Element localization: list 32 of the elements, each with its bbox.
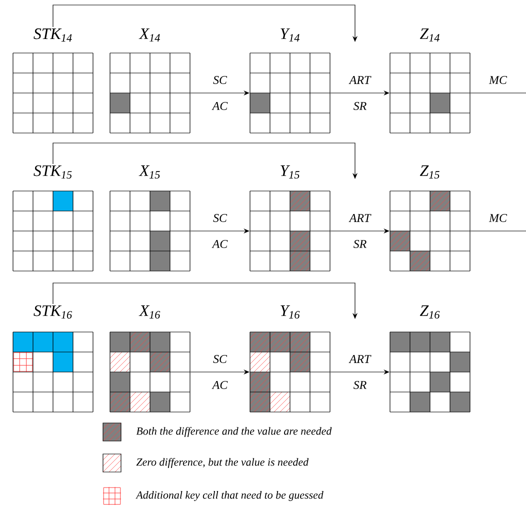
operation-label: AC <box>211 100 229 111</box>
grid-title: X$_{14}$ <box>138 28 160 42</box>
operation-label: SR <box>352 238 368 249</box>
legend-text: Additional key cell that need to be guessed <box>136 491 324 501</box>
grid-title: Z$_{15}$ <box>420 165 440 179</box>
operation-label: SR <box>352 100 368 111</box>
edge-label: SC <box>212 212 228 223</box>
grid-title: STK$_{14}$ <box>34 28 72 42</box>
grid-title: Y$_{15}$ <box>280 165 300 179</box>
operation-label: SR <box>352 380 368 390</box>
grid-title: STK$_{15}$ <box>34 165 72 179</box>
grid-title: X$_{15}$ <box>138 165 160 179</box>
grid-title: STK$_{16}$ <box>34 305 72 319</box>
grid-title: Z$_{16}$ <box>420 305 440 319</box>
edge-label: SC <box>212 74 228 85</box>
grid-title: Y$_{16}$ <box>280 305 300 319</box>
arrow <box>52 142 358 179</box>
edge-label: ART <box>348 75 372 85</box>
edge-label: MC <box>488 212 508 223</box>
edge-label: ART <box>348 213 372 223</box>
operation-label: AC <box>211 380 229 390</box>
legend-text: Both the difference and the value are needed <box>136 426 332 437</box>
operation-label: AC <box>211 238 229 249</box>
grid-title: X$_{16}$ <box>138 305 160 319</box>
edge-label: ART <box>348 354 372 364</box>
arrow <box>52 4 358 42</box>
arrow <box>52 282 358 319</box>
edge-label: MC <box>488 74 508 85</box>
grid-title: Y$_{14}$ <box>280 28 300 42</box>
legend-text: Zero difference, but the value is needed <box>136 458 309 468</box>
grid-title: Z$_{14}$ <box>420 28 440 42</box>
edge-label: SC <box>212 354 228 364</box>
